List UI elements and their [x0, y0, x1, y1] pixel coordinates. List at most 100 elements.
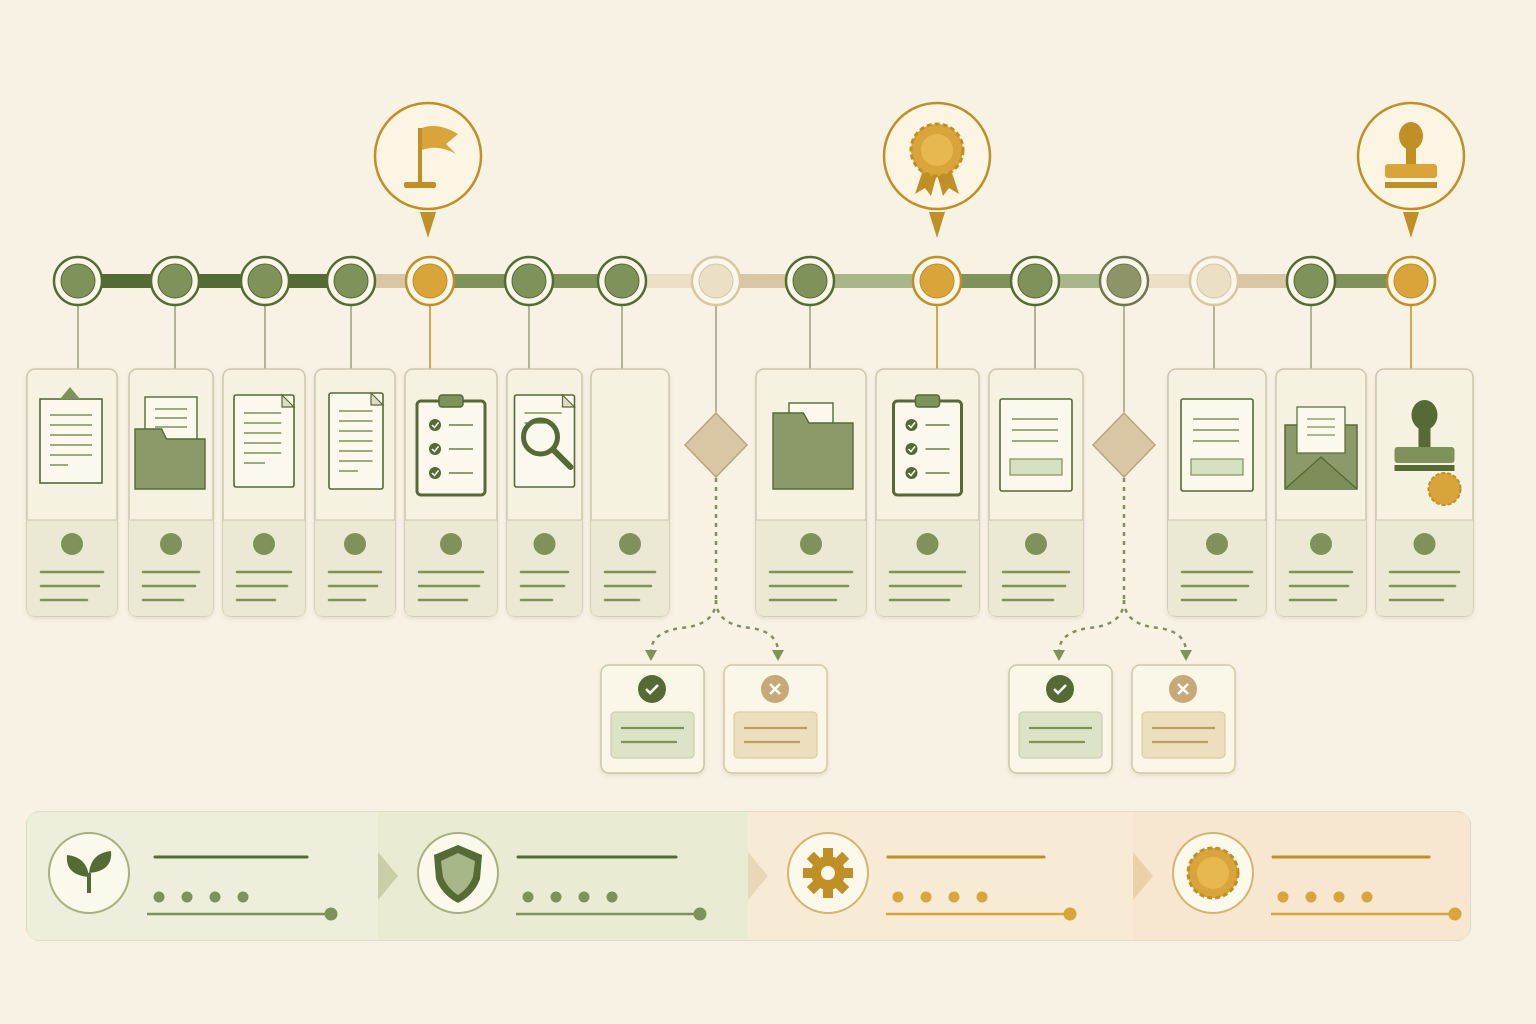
progress-dot — [550, 891, 562, 903]
step-card[interactable] — [506, 368, 583, 617]
phase-segment[interactable] — [748, 812, 1133, 940]
card-footer — [405, 520, 497, 616]
progress-dot — [1361, 891, 1373, 903]
timeline-node-milestone[interactable] — [404, 255, 456, 307]
step-card[interactable] — [128, 368, 214, 617]
step-card[interactable] — [590, 368, 670, 617]
check-mark — [431, 422, 440, 429]
node-core — [1293, 263, 1329, 299]
timeline-node-milestone[interactable] — [911, 255, 963, 307]
outcome-card-approve[interactable] — [1008, 664, 1113, 774]
outcome-panel — [610, 711, 695, 759]
step-card[interactable] — [26, 368, 118, 617]
milestone-marker[interactable] — [882, 101, 992, 238]
card-footer — [27, 520, 117, 616]
progress-dot — [522, 891, 534, 903]
status-dot — [1413, 533, 1436, 555]
node-core — [60, 263, 96, 299]
step-card[interactable] — [222, 368, 306, 617]
phase-progress-end — [693, 907, 707, 921]
phase-segment[interactable] — [27, 812, 378, 940]
gear-tooth — [823, 848, 833, 860]
milestone-marker[interactable] — [373, 101, 483, 238]
card-footer — [989, 520, 1083, 616]
outcome-card-reject[interactable] — [1131, 664, 1236, 774]
node-core — [157, 263, 193, 299]
step-card[interactable] — [404, 368, 498, 617]
timeline-node-done[interactable] — [325, 255, 377, 307]
timeline-node-pending[interactable] — [690, 255, 742, 307]
phase-segment[interactable] — [378, 812, 748, 940]
sprout-leaf — [66, 855, 89, 877]
timeline-node-partial[interactable] — [1098, 255, 1150, 307]
progress-dot — [209, 891, 221, 903]
step-card[interactable] — [1275, 368, 1367, 617]
timeline-node-done[interactable] — [239, 255, 291, 307]
decision-node[interactable] — [683, 411, 749, 479]
timeline-node-done[interactable] — [1009, 255, 1061, 307]
x-icon — [1169, 675, 1197, 703]
folder-document-icon — [134, 396, 206, 490]
decision-branch — [600, 478, 828, 774]
milestone-marker[interactable] — [1356, 101, 1466, 238]
step-card[interactable] — [1167, 368, 1267, 617]
arrowhead — [1053, 650, 1065, 661]
phase-chevron — [748, 852, 768, 900]
check-bullet — [429, 443, 441, 455]
step-card[interactable] — [1375, 368, 1474, 617]
check-bullet — [905, 443, 918, 455]
form-field — [1190, 458, 1244, 476]
phase-progress-end — [324, 907, 338, 921]
timeline-node-done[interactable] — [52, 255, 104, 307]
x-stroke — [1177, 683, 1189, 695]
status-dot — [800, 533, 822, 555]
document-icon — [233, 393, 296, 488]
stamp-knob — [1399, 122, 1423, 150]
check-bullet — [905, 419, 918, 431]
progress-dot — [976, 891, 988, 903]
decision-node[interactable] — [1091, 411, 1157, 479]
card-footer — [876, 520, 979, 616]
outcome-panel — [1141, 711, 1226, 759]
progress-dot — [237, 891, 249, 903]
stamp-plate — [1394, 465, 1455, 471]
gear-icon — [803, 848, 853, 898]
card-footer — [315, 520, 395, 616]
flag-cloth — [422, 126, 458, 154]
step-card[interactable] — [755, 368, 867, 617]
sprout-icon — [66, 851, 112, 893]
phase-segment[interactable] — [1133, 812, 1470, 940]
timeline-node-done[interactable] — [784, 255, 836, 307]
timeline-node-done[interactable] — [1285, 255, 1337, 307]
check-mark — [907, 422, 916, 429]
stamp-knob — [1411, 400, 1438, 430]
node-core — [792, 263, 828, 299]
check-bullet — [905, 467, 918, 479]
timeline-node-pending[interactable] — [1188, 255, 1240, 307]
document-page — [999, 398, 1073, 492]
card-footer — [1168, 520, 1266, 616]
step-card[interactable] — [988, 368, 1084, 617]
badge-center — [921, 134, 953, 166]
step-card[interactable] — [875, 368, 980, 617]
milestone-pointer — [1403, 212, 1419, 238]
timeline-node-done[interactable] — [596, 255, 648, 307]
step-card[interactable] — [314, 368, 396, 617]
progress-dot — [920, 891, 932, 903]
icon-disc — [638, 675, 666, 703]
milestone-pointer — [420, 212, 436, 238]
envelope-flap — [1284, 456, 1358, 490]
x-icon — [761, 675, 789, 703]
form-document-icon — [1180, 398, 1254, 492]
timeline-nodes — [52, 255, 1437, 307]
outcome-card-reject[interactable] — [723, 664, 828, 774]
node-core — [333, 263, 369, 299]
card-footer — [129, 520, 213, 616]
timeline-node-milestone[interactable] — [1385, 255, 1437, 307]
outcome-panel — [733, 711, 818, 759]
timeline-node-done[interactable] — [149, 255, 201, 307]
timeline-node-done[interactable] — [503, 255, 555, 307]
letter-sheet — [1296, 406, 1346, 454]
ribbon-left — [915, 170, 937, 196]
outcome-card-approve[interactable] — [600, 664, 705, 774]
